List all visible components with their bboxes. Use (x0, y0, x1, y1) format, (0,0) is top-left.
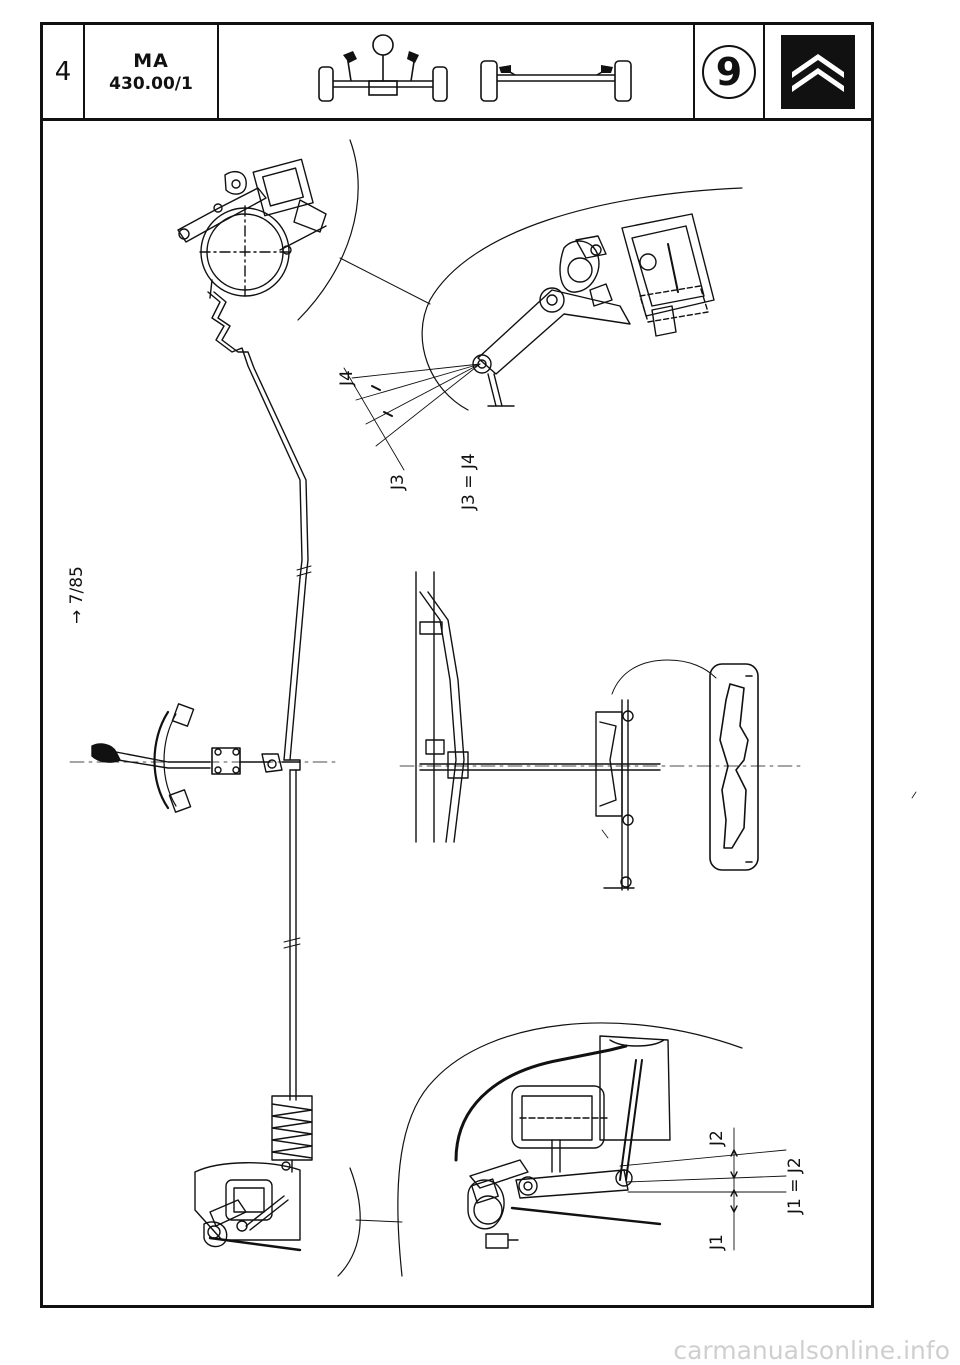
upper-enlarged-detail (421, 187, 743, 411)
header-icons-cell (219, 25, 695, 118)
document-reference: MA 430.00/1 (85, 25, 219, 118)
cam-plate-detail (709, 663, 759, 871)
brake-cable (207, 291, 312, 1101)
date-reference-label: → 7/85 (67, 566, 87, 624)
citroen-double-chevron-logo (781, 34, 855, 109)
middle-right-detail (399, 571, 801, 891)
construction-mark (911, 791, 917, 799)
footer: carmanualsonline.info (0, 1336, 960, 1365)
j1-j2-dimension-lines (619, 1127, 787, 1251)
group-cell: 9 (695, 25, 765, 118)
return-spring (271, 1095, 313, 1173)
j3-j4-dimension-lines (343, 363, 481, 471)
chevron-logo-icon (792, 53, 844, 92)
lower-brake-assembly (194, 1161, 302, 1252)
header-bar: 4 MA 430.00/1 (43, 25, 871, 121)
vehicle-top-view-steering-icon (318, 34, 632, 102)
j3-equals-j4-label: J3 = J4 (459, 453, 479, 511)
axle-linkage-icon (499, 65, 613, 73)
page-frame: 4 MA 430.00/1 (40, 22, 874, 1308)
group-number-badge: 9 (702, 44, 756, 99)
upper-brake-assembly (177, 158, 327, 299)
page-number: 4 (43, 25, 85, 118)
j4-label: J4 (337, 370, 357, 387)
j1-equals-j2-label: J1 = J2 (785, 1157, 805, 1215)
lower-detail-leader (355, 1219, 403, 1223)
lower-detail-boundary (337, 1167, 361, 1277)
brand-cell (765, 25, 871, 118)
upper-detail-leader (339, 257, 431, 305)
reference-code: MA (133, 49, 169, 72)
construction-mark (601, 829, 609, 839)
j2-label: J2 (707, 1130, 727, 1147)
handbrake-lever (69, 703, 341, 813)
lower-enlarged-detail (397, 1022, 743, 1277)
j1-label: J1 (707, 1234, 727, 1251)
watermark-text: carmanualsonline.info (673, 1336, 950, 1365)
upper-detail-boundary (297, 139, 359, 321)
reference-number: 430.00/1 (109, 73, 193, 94)
j3-label: J3 (388, 474, 408, 491)
